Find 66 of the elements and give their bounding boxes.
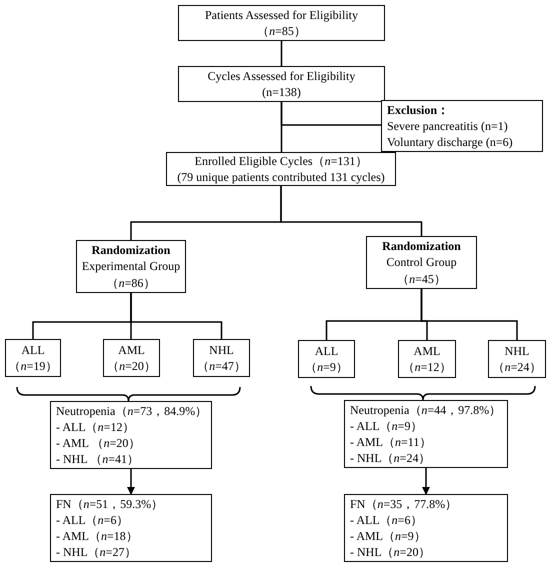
box-text: Enrolled Eligible Cycles（n=131）: [194, 152, 368, 169]
outcome-box: [50, 494, 212, 562]
subgroup-box: [193, 339, 250, 377]
box-text: - AML （n=20）: [56, 435, 140, 452]
box-text: （n=45）: [397, 270, 446, 287]
box-text: （n=24）: [492, 359, 542, 376]
box-text: (n=138): [262, 84, 301, 100]
box-text: NHL: [504, 342, 530, 359]
process-box: [166, 152, 396, 186]
box-text: - ALL（n=12）: [56, 418, 134, 435]
box-text: Patients Assessed for Eligibility: [205, 6, 358, 23]
subgroup-box: [5, 339, 61, 377]
box-text: （n=47）: [197, 358, 246, 374]
subgroup-box: [103, 339, 160, 377]
box-text: AML: [414, 342, 440, 359]
subgroup-box: [488, 340, 546, 378]
box-text: AML: [118, 342, 145, 358]
outcome-box: [344, 400, 508, 468]
connector-line: [130, 293, 222, 339]
subgroup-box: [298, 340, 355, 378]
process-box: [178, 66, 385, 102]
box-heading: Exclusion：: [387, 102, 450, 118]
group-box: [366, 236, 477, 289]
box-text: (79 unique patients contributed 131 cycles): [177, 169, 385, 186]
box-text: Cycles Assessed for Eligibility: [208, 68, 356, 84]
outcome-box: [50, 401, 212, 469]
box-text: （n=20）: [107, 358, 156, 374]
arrow: [127, 469, 135, 495]
box-text: Experimental Group: [82, 258, 180, 275]
box-text: - NHL（n=27）: [56, 544, 136, 560]
box-text: Neutropenia（n=44，97.8%）: [350, 402, 502, 418]
box-text: ALL: [21, 342, 45, 358]
box-text: Voluntary discharge (n=6): [387, 134, 513, 150]
box-text: - NHL （n=41）: [56, 451, 139, 468]
group-box: [76, 240, 186, 293]
box-text: （n=19）: [8, 358, 58, 374]
box-text: FN（n=35，77.8%）: [350, 496, 458, 512]
box-text: - AML（n=18）: [56, 528, 138, 544]
subgroup-box: [398, 340, 456, 378]
box-text: Control Group: [386, 254, 457, 271]
connector-line: [420, 289, 518, 340]
exclusion-box: [381, 100, 543, 152]
box-text: - ALL（n=9）: [350, 418, 422, 434]
box-text: NHL: [209, 342, 234, 358]
box-text: - NHL（n=24）: [350, 450, 430, 466]
box-text: （n=85）: [257, 23, 306, 40]
connector-line: [280, 41, 282, 66]
box-text: FN（n=51，59.3%）: [56, 496, 164, 512]
process-box: [178, 5, 385, 41]
connector-line: [280, 186, 422, 236]
connector-line: [280, 102, 381, 126]
box-text: - AML（n=11）: [350, 434, 432, 450]
box-text: Neutropenia（n=73，84.9%）: [56, 402, 208, 419]
box-text: Severe pancreatitis (n=1): [387, 118, 508, 134]
box-text: - NHL（n=20）: [350, 544, 430, 560]
box-text: - ALL（n=6）: [56, 512, 128, 528]
box-text: - AML（n=9）: [350, 528, 426, 544]
box-text: （n=12）: [402, 359, 452, 376]
arrow: [422, 468, 430, 495]
box-text: （n=86）: [106, 274, 156, 291]
outcome-box: [344, 494, 508, 562]
box-heading: Randomization: [92, 242, 170, 258]
box-text: ALL: [314, 342, 338, 359]
box-text: - ALL（n=6）: [350, 512, 422, 528]
box-text: （n=9）: [305, 359, 348, 376]
box-heading: Randomization: [382, 238, 461, 254]
